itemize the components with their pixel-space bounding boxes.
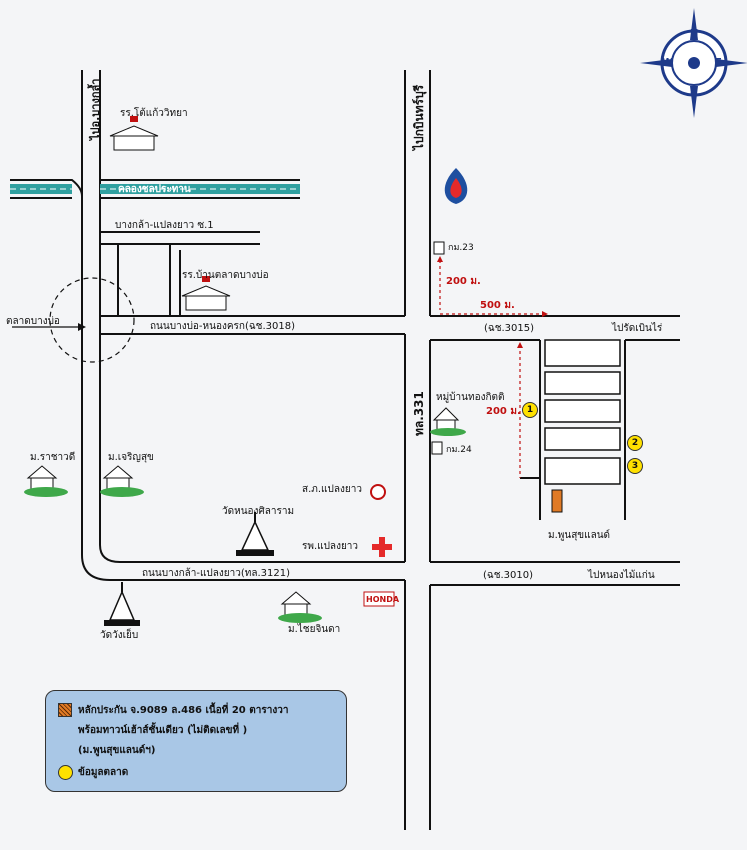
label-canal: คลองชลประทาน <box>118 184 191 195</box>
label-north-main: ไปกบินทร์บุรี <box>412 84 426 150</box>
legend-property-icon <box>58 703 72 717</box>
compass-icon <box>640 8 747 118</box>
label-school-top: รร.โต้แก้ววิทยา <box>120 108 188 119</box>
compass-s: S <box>690 86 698 97</box>
canal-edge-left <box>10 179 83 197</box>
temple-icon-nong <box>236 512 274 556</box>
gas-station-icon <box>444 168 468 204</box>
legend-line4: ข้อมูลตลาด <box>78 767 129 778</box>
honda-logo-icon <box>363 591 395 607</box>
label-to-east-3010: ไปหนองไม้แก่น <box>588 570 655 581</box>
house-icon-rachawadi <box>24 465 68 497</box>
block-1 <box>544 339 621 367</box>
compass-n: N <box>690 28 699 39</box>
school-icon-top <box>109 116 159 151</box>
marker-3[interactable]: 3 <box>627 458 643 474</box>
distance-lines <box>439 260 545 478</box>
block-4 <box>544 427 621 451</box>
house-icon-chai <box>278 591 322 623</box>
marker-2[interactable]: 2 <box>627 435 643 451</box>
label-km24: กม.24 <box>446 445 472 455</box>
label-dist-200-top: 200 ม. <box>446 276 481 287</box>
label-road-3015: (ฉช.3015) <box>484 323 535 334</box>
km-post-23-icon <box>433 241 445 255</box>
label-road-3018: ถนนบางบ่อ-หนองครก(ฉช.3018) <box>150 321 295 332</box>
label-rachawadi: ม.ราชาวดี <box>30 452 76 463</box>
label-school-market: รร.บ้านตลาดบางบ่อ <box>182 270 269 281</box>
label-temple-wang: วัดวังเย็บ <box>100 630 139 641</box>
label-soi1: บางกล้า-แปลงยาว ซ.1 <box>115 220 214 231</box>
label-dist-200-mid: 200 ม. <box>486 406 521 417</box>
subdivision-blocks <box>544 339 621 485</box>
compass-e: E <box>715 57 722 68</box>
label-road-3010: (ฉช.3010) <box>483 570 534 581</box>
legend-line3: (ม.พูนสุขแลนด์ฯ) <box>78 745 156 756</box>
market-circle <box>49 277 135 363</box>
label-thongkit: หมู่บ้านทองกิตติ <box>436 392 505 403</box>
compass-w: W <box>662 57 674 68</box>
label-north-left: ไปอ.บางกล้ำ <box>89 78 102 140</box>
road-left-outer <box>81 70 405 581</box>
block-2 <box>544 371 621 395</box>
block-5 <box>544 457 621 485</box>
property-marker <box>551 489 563 513</box>
label-chai: ม.ไชยจินดา <box>288 624 341 635</box>
label-honda: HONDA <box>366 595 400 604</box>
label-charoensuk: ม.เจริญสุข <box>108 452 154 463</box>
arrowhead-top <box>437 256 443 262</box>
label-km23: กม.23 <box>448 243 474 253</box>
arrowhead-mid <box>517 342 523 348</box>
legend-line2: พร้อมทาวน์เฮ้าส์ชั้นเดียว (ไม่ติดเลขที่ … <box>78 725 248 736</box>
legend-line1: หลักประกัน จ.9089 ล.486 เนื้อที่ 20 ตารา… <box>78 705 289 716</box>
house-icon-thongkit <box>430 407 466 436</box>
label-hospital: รพ.แปลงยาว <box>302 541 359 552</box>
label-dist-500: 500 ม. <box>480 300 515 311</box>
label-to-east-3015: ไปรัดเบินไร่ <box>612 323 663 334</box>
school-icon-market <box>181 276 231 311</box>
temple-icon-wang <box>104 582 140 626</box>
label-temple-nong: วัดหนองศิลาราม <box>222 506 295 517</box>
arrowhead-500 <box>542 311 548 317</box>
label-road-3121: ถนนบางกล้า-แปลงยาว(ทล.3121) <box>142 568 291 579</box>
legend-market-icon <box>58 765 73 780</box>
km-post-24-icon <box>431 441 443 455</box>
label-market: ตลาดบางบ่อ <box>6 316 60 327</box>
label-police: ส.ภ.แปลงยาว <box>302 484 362 495</box>
house-icon-charoensuk <box>100 465 144 497</box>
label-highway: ทล.331 <box>412 391 426 436</box>
road-left-inner <box>99 70 405 563</box>
market-arrow <box>78 323 86 331</box>
police-icon <box>370 484 386 500</box>
lane-box <box>117 244 171 317</box>
marker-1[interactable]: 1 <box>522 402 538 418</box>
hospital-icon <box>372 537 392 557</box>
legend-box: หลักประกัน จ.9089 ล.486 เนื้อที่ 20 ตารา… <box>45 690 347 792</box>
road-lines <box>10 70 680 830</box>
block-3 <box>544 399 621 423</box>
label-phoonsuk: ม.พูนสุขแลนด์ <box>548 530 611 541</box>
